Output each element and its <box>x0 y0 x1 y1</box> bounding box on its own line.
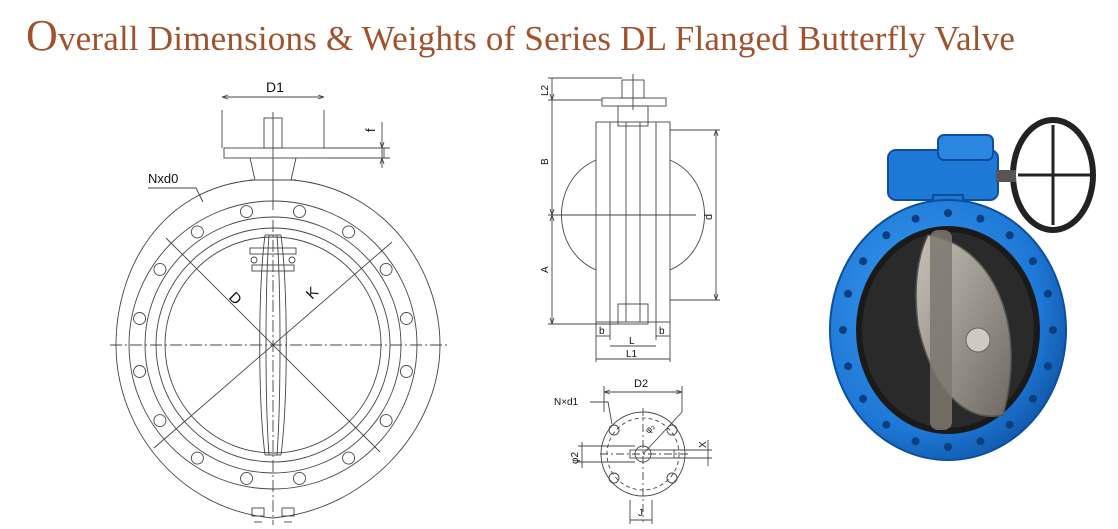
label-J: J <box>638 508 643 519</box>
bolt-hole <box>399 365 413 378</box>
flange-bolt-hole <box>859 394 868 403</box>
bolt-hole <box>240 205 253 219</box>
label-D1: D1 <box>266 79 284 95</box>
label-f: f <box>363 128 378 132</box>
flange-bolt-hole <box>944 443 952 451</box>
flange-bolt-hole <box>1049 326 1057 334</box>
bolt-hole <box>190 225 204 239</box>
flange-bolt-hole <box>859 257 868 266</box>
title-rest: verall Dimensions & Weights of Series DL… <box>57 19 1016 58</box>
front-view-drawing: D1 f Nxd0 D K <box>110 79 450 525</box>
label-A: A <box>540 266 551 273</box>
label-b-left: b <box>599 326 605 337</box>
bolt-hole <box>133 365 147 378</box>
valve-product-image <box>829 117 1096 461</box>
flange-bolt-hole <box>844 289 853 298</box>
side-view-drawing: L2 B A d b b L L1 <box>540 74 720 362</box>
flange-bolt-hole <box>839 326 847 334</box>
label-Nxd0: Nxd0 <box>148 171 178 186</box>
label-L2: L2 <box>540 84 551 96</box>
flange-bolt-hole <box>1043 362 1052 371</box>
bolt-hole <box>293 205 306 219</box>
label-phi2: φ2 <box>570 452 581 464</box>
bolt-hole <box>133 312 147 325</box>
flange-bolt-hole <box>1028 257 1037 266</box>
flange-bolt-hole <box>1028 394 1037 403</box>
page-title: Overall Dimensions & Weights of Series D… <box>26 10 1015 61</box>
label-Nxd1: N×d1 <box>554 397 579 408</box>
top-flange-drawing: D2 N×d1 φ2 X J φ₂ <box>554 378 712 524</box>
flange-bolt-hole <box>911 437 920 446</box>
flange-bolt-hole <box>944 209 952 217</box>
bolt-hole <box>153 414 167 428</box>
label-L: L <box>629 336 635 347</box>
flange-bolt-hole <box>976 437 985 446</box>
bolt-hole <box>190 451 204 465</box>
bolt-hole <box>379 262 393 276</box>
bolt-hole <box>153 262 167 276</box>
flange-bolt-hole <box>1005 420 1014 429</box>
flange-bolt-hole <box>1005 231 1014 240</box>
title-initial: O <box>26 11 58 60</box>
bolt-hole <box>342 451 356 465</box>
label-b-right: b <box>659 326 665 337</box>
bolt-hole <box>342 225 356 239</box>
label-L1: L1 <box>626 349 638 360</box>
flange-bolt-hole <box>882 231 891 240</box>
bolt-hole <box>240 471 253 485</box>
label-D2: D2 <box>634 378 648 390</box>
label-d: d <box>703 214 715 220</box>
label-D: D <box>225 289 245 309</box>
label-K: K <box>303 284 322 303</box>
bolt-hole <box>293 471 306 485</box>
label-X: X <box>698 441 709 448</box>
flange-bolt-hole <box>844 362 853 371</box>
label-B: B <box>540 158 551 165</box>
flange-bolt-hole <box>882 420 891 429</box>
flange-bolt-hole <box>911 214 920 223</box>
bolt-hole <box>379 414 393 428</box>
bolt-hole <box>399 312 413 325</box>
flange-bolt-hole <box>976 214 985 223</box>
flange-bolt-hole <box>1043 289 1052 298</box>
label-angle: φ₂ <box>643 421 657 435</box>
